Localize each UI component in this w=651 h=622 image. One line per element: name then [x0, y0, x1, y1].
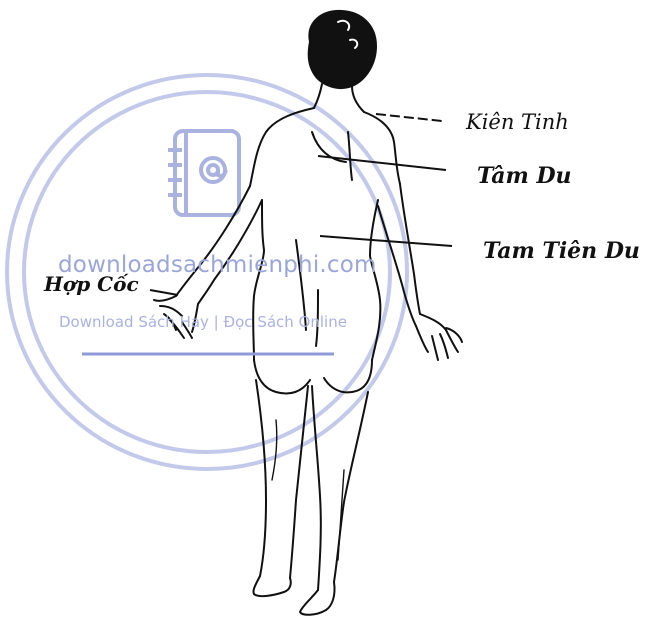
address-book-at-icon: [168, 131, 239, 215]
leader-kien-tinh: [376, 114, 442, 121]
watermark-site-name: downloadsachmienphi.com: [58, 252, 377, 278]
label-tam-tien-du: Tam Tiên Du: [483, 238, 640, 264]
watermark-tagline: Download Sách Hay | Đọc Sách Online: [59, 313, 347, 331]
leader-tam-du: [318, 156, 446, 170]
label-tam-du: Tâm Du: [477, 163, 572, 189]
label-kien-tinh: Kiên Tinh: [466, 110, 569, 134]
leader-hop-coc: [150, 290, 178, 295]
